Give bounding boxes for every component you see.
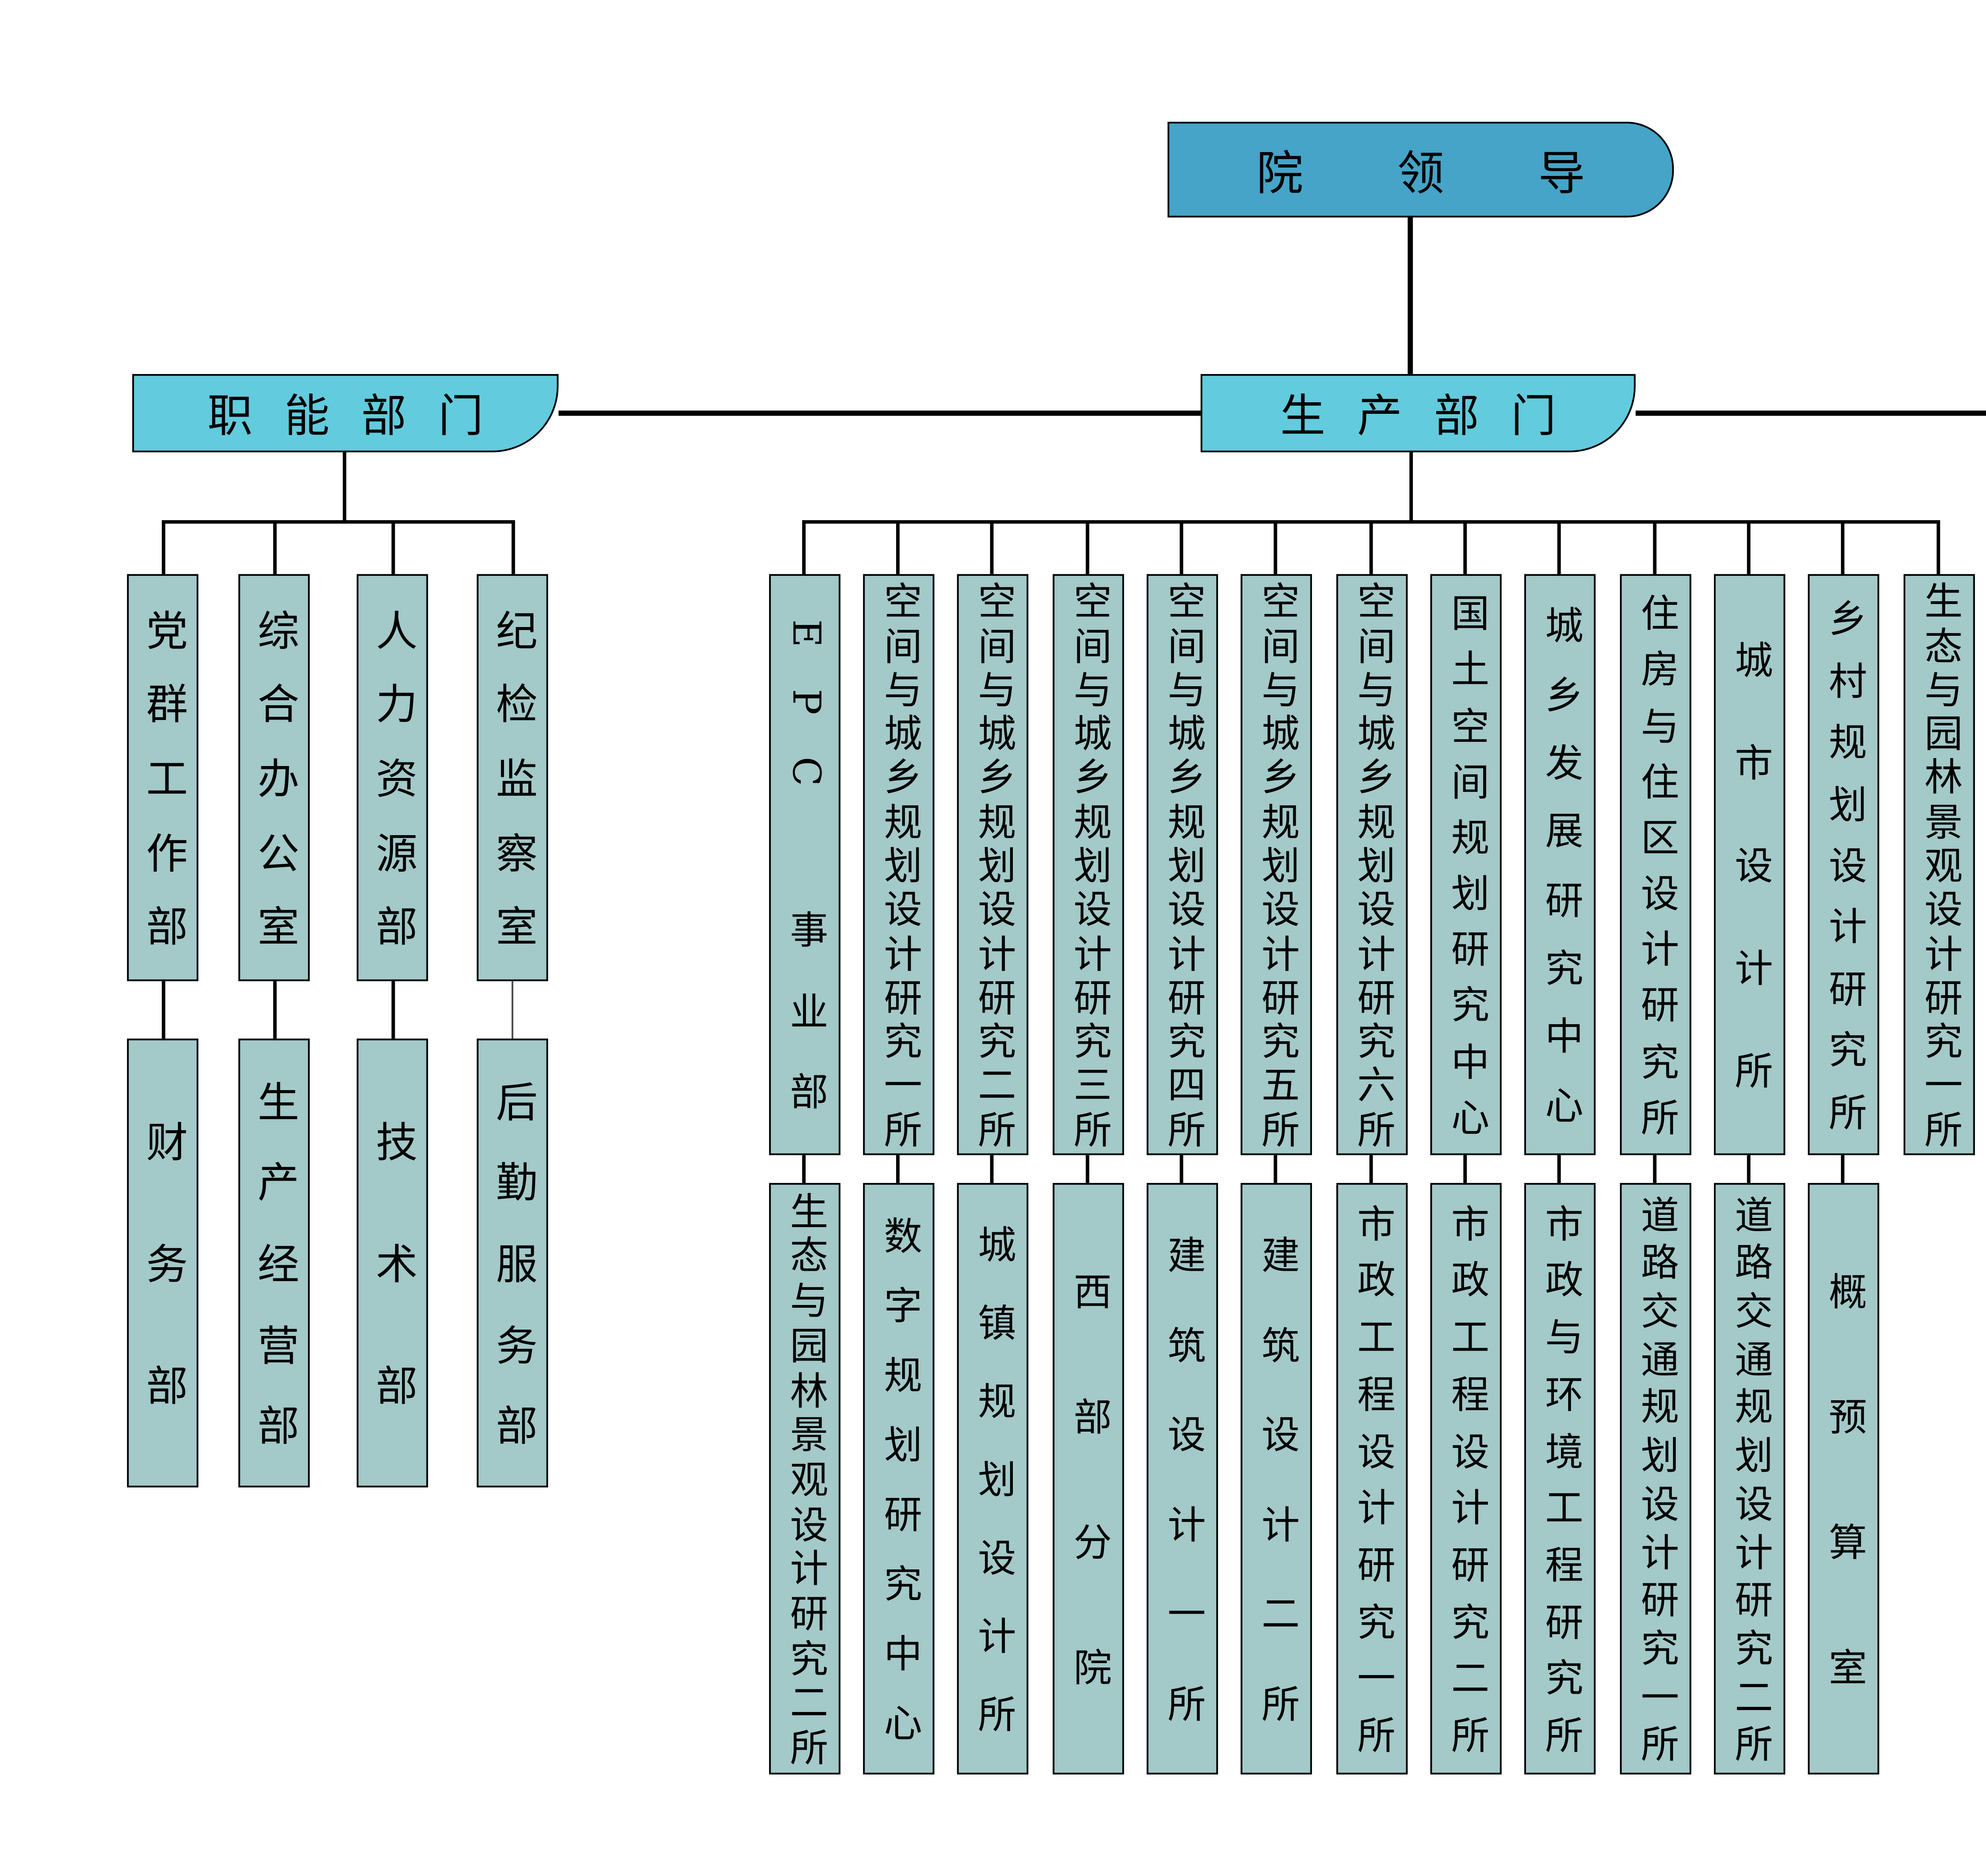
production-dept-box: 空间与城乡规划设计研究四所 bbox=[1146, 574, 1217, 1155]
connector-gap bbox=[896, 1155, 900, 1183]
connector-gap bbox=[272, 981, 276, 1039]
production-dept-box: 建筑设计二所 bbox=[1240, 1183, 1311, 1775]
connector-drop bbox=[990, 522, 994, 574]
connector-drop bbox=[1180, 522, 1183, 574]
production-dept-box: 西部分院 bbox=[1052, 1183, 1123, 1775]
production-dept-box: 生态与园林景观设计研究二所 bbox=[768, 1183, 840, 1775]
production-dept-box: 空间与城乡规划设计研究五所 bbox=[1240, 574, 1311, 1155]
root-node-leadership: 院领导 bbox=[1167, 122, 1674, 218]
connector-gap bbox=[1369, 1155, 1373, 1183]
connector-drop bbox=[802, 522, 806, 574]
connector-gap bbox=[1180, 1155, 1183, 1183]
functional-dept-box: 综合办公室 bbox=[238, 574, 310, 981]
production-dept-box: 城乡发展研究中心 bbox=[1523, 574, 1595, 1155]
functional-dept-box: 纪检监察室 bbox=[477, 574, 548, 981]
connector-main-left bbox=[558, 410, 1201, 415]
connector-drop bbox=[1086, 522, 1090, 574]
functional-dept-box: 财务部 bbox=[127, 1038, 199, 1488]
production-dept-box: 住房与住区设计研究所 bbox=[1619, 574, 1690, 1155]
connector-drop bbox=[1747, 522, 1750, 574]
connector-drop bbox=[272, 522, 276, 574]
connector-gap bbox=[1653, 1155, 1657, 1183]
connector-drop bbox=[1557, 522, 1561, 574]
functional-dept-box: 后勤服务部 bbox=[477, 1038, 548, 1488]
connector-production-bus bbox=[802, 520, 1940, 524]
connector-gap bbox=[802, 1155, 806, 1183]
production-dept-box: 市政与环境工程研究所 bbox=[1523, 1183, 1595, 1775]
connector-drop bbox=[1273, 522, 1277, 574]
production-dept-box: 建筑设计一所 bbox=[1146, 1183, 1217, 1775]
connector-production-stem bbox=[1408, 452, 1413, 522]
production-dept-box: 道路交通规划设计研究一所 bbox=[1619, 1183, 1690, 1775]
connector-drop bbox=[1841, 522, 1845, 574]
connector-drop bbox=[1463, 522, 1467, 574]
production-dept-box: 空间与城乡规划设计研究三所 bbox=[1052, 574, 1123, 1155]
connector-gap bbox=[1273, 1155, 1277, 1183]
production-dept-box: 乡村规划设计研究所 bbox=[1807, 574, 1878, 1155]
branch-production-header: 生产部门 bbox=[1200, 374, 1636, 452]
production-dept-box: 市政工程设计研究二所 bbox=[1429, 1183, 1501, 1775]
production-dept-box: 道路交通规划设计研究二所 bbox=[1713, 1183, 1785, 1775]
connector-gap bbox=[1463, 1155, 1467, 1183]
production-dept-box: 空间与城乡规划设计研究一所 bbox=[862, 574, 934, 1155]
functional-dept-box: 党群工作部 bbox=[127, 574, 199, 981]
connector-drop bbox=[896, 522, 900, 574]
functional-dept-box: 生产经营部 bbox=[238, 1038, 310, 1488]
connector-gap-thin bbox=[511, 981, 514, 1039]
production-dept-box: 概预算室 bbox=[1807, 1183, 1878, 1775]
connector-drop bbox=[510, 522, 514, 574]
functional-dept-box: 技术部 bbox=[357, 1038, 428, 1488]
production-dept-box: 空间与城乡规划设计研究二所 bbox=[956, 574, 1028, 1155]
connector-drop bbox=[390, 522, 394, 574]
production-dept-box: 市政工程设计研究一所 bbox=[1335, 1183, 1407, 1775]
connector-gap bbox=[1086, 1155, 1090, 1183]
connector-gap bbox=[1747, 1155, 1750, 1183]
production-dept-box: 城镇规划设计所 bbox=[956, 1183, 1028, 1775]
connector-gap bbox=[390, 981, 394, 1039]
production-dept-box: 空间与城乡规划设计研究六所 bbox=[1335, 574, 1407, 1155]
production-dept-box: 国土空间规划研究中心 bbox=[1429, 574, 1501, 1155]
connector-functional-bus bbox=[162, 520, 515, 524]
connector-gap bbox=[990, 1155, 994, 1183]
connector-gap bbox=[161, 981, 164, 1039]
connector-gap bbox=[1841, 1155, 1845, 1183]
connector-drop bbox=[1369, 522, 1373, 574]
connector-main-right bbox=[1635, 410, 1986, 415]
connector-root-trunk bbox=[1407, 217, 1412, 374]
connector-gap bbox=[1557, 1155, 1561, 1183]
connector-functional-stem bbox=[342, 452, 346, 522]
production-dept-box: 生态与园林景观设计研究一所 bbox=[1903, 574, 1974, 1155]
functional-dept-box: 人力资源部 bbox=[357, 574, 428, 981]
connector-drop bbox=[1936, 522, 1940, 574]
connector-drop bbox=[161, 522, 164, 574]
connector-drop bbox=[1653, 522, 1657, 574]
branch-functional-header: 职能部门 bbox=[132, 374, 559, 452]
production-dept-box: 数字规划研究中心 bbox=[862, 1183, 934, 1775]
production-dept-box: 城市设计所 bbox=[1713, 574, 1785, 1155]
